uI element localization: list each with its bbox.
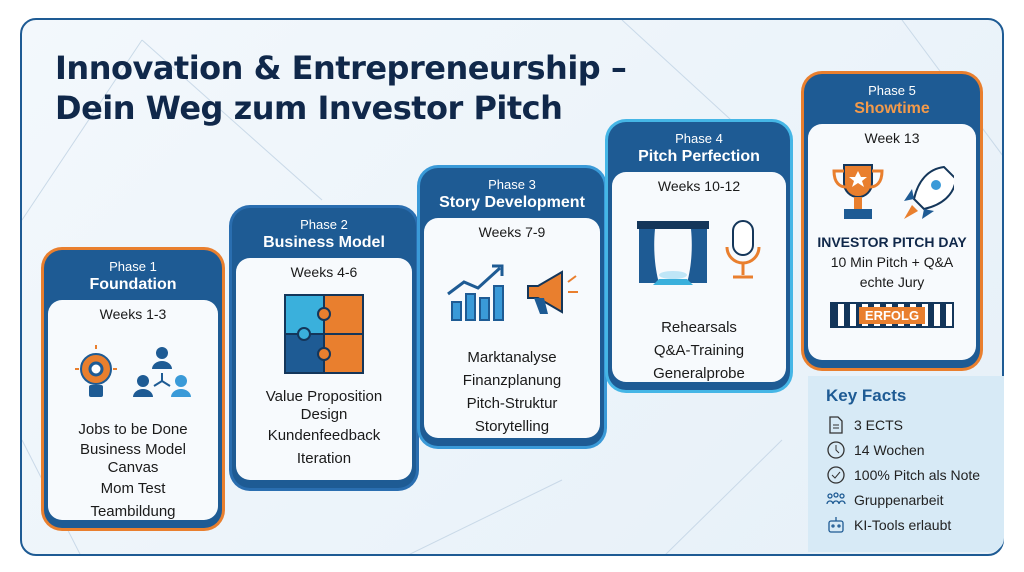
lightbulb-gear-icon: [75, 345, 117, 397]
phase-item: echte Jury: [859, 274, 925, 290]
phase-item: Teambildung: [90, 503, 176, 520]
phase-5-card: Phase 5 Showtime Week 13 INVESTOR PITCH D…: [804, 74, 980, 368]
phase-name: Showtime: [854, 100, 930, 117]
key-fact-text: Gruppenarbeit: [854, 491, 944, 508]
rocket-icon: [904, 165, 954, 219]
phase-label: Phase 4: [675, 131, 723, 146]
stage-curtain-icon: [637, 221, 709, 285]
phase-label: Phase 1: [109, 259, 157, 274]
phase-item: Pitch-Struktur: [466, 395, 558, 412]
phase-item: Value Proposition Design: [265, 388, 383, 423]
phase-item: Kundenfeedback: [267, 427, 381, 444]
key-fact-text: 14 Wochen: [854, 441, 925, 458]
title-line-1: Innovation & Entrepreneurship –: [55, 49, 627, 87]
phase-item: Generalprobe: [653, 365, 745, 382]
check-circle-icon: [827, 465, 845, 484]
phase-4-card: Phase 4 Pitch Perfection Weeks 10-12 Rehe…: [608, 122, 790, 390]
phase-item: Q&A-Training: [653, 342, 745, 359]
key-fact-text: KI-Tools erlaubt: [854, 516, 952, 533]
phase-label: Phase 3: [488, 177, 536, 192]
group-icon: [826, 491, 846, 504]
phase-item: Mom Test: [100, 480, 166, 497]
microphone-icon: [725, 220, 761, 279]
phase-name: Story Development: [439, 194, 585, 211]
phase-item: Jobs to be Done: [78, 421, 188, 438]
finish-line-banner: ERFOLG: [830, 302, 954, 328]
phase-item: INVESTOR PITCH DAY: [817, 234, 967, 250]
phase-name: Business Model: [263, 234, 385, 251]
phase-2-card: Phase 2 Business Model Weeks 4-6 Value Pr…: [232, 208, 416, 488]
key-fact: 100% Pitch als Note: [826, 462, 986, 487]
banner-text: ERFOLG: [858, 306, 926, 324]
clock-icon: [827, 440, 845, 459]
page-title: Innovation & Entrepreneurship – Dein Weg…: [55, 48, 627, 128]
phase-item: Rehearsals: [661, 319, 737, 336]
phase-3-card: Phase 3 Story Development Weeks 7-9 Markt…: [420, 168, 604, 446]
phase-weeks: Weeks 7-9: [478, 224, 546, 240]
phase-item: Business Model Canvas: [80, 441, 186, 476]
phase-item: Marktanalyse: [467, 349, 557, 366]
robot-icon: [828, 516, 844, 533]
phase-weeks: Week 13: [864, 130, 920, 146]
phase-item: 10 Min Pitch + Q&A: [830, 254, 954, 270]
phase-weeks: Weeks 10-12: [657, 178, 741, 194]
phase-weeks: Weeks 1-3: [99, 306, 167, 322]
key-fact: 3 ECTS: [826, 412, 986, 437]
phase-name: Foundation: [89, 276, 177, 293]
document-icon: [829, 415, 843, 434]
title-line-2: Dein Weg zum Investor Pitch: [55, 89, 563, 127]
key-fact-text: 100% Pitch als Note: [854, 466, 981, 483]
phase-item: Finanzplanung: [462, 372, 562, 389]
key-fact: 14 Wochen: [826, 437, 986, 462]
phase-item: Iteration: [296, 450, 352, 467]
key-facts-title: Key Facts: [826, 386, 907, 405]
phase-1-card: Phase 1 Foundation Weeks 1-3 Jobs to be D…: [44, 250, 222, 528]
phase-item: Storytelling: [474, 418, 550, 435]
phase-name: Pitch Perfection: [638, 148, 760, 165]
trophy-icon: [832, 164, 884, 219]
phase-label: Phase 2: [300, 217, 348, 232]
puzzle-icon: [284, 294, 364, 374]
phase-weeks: Weeks 4-6: [290, 264, 358, 280]
key-fact: KI-Tools erlaubt: [826, 512, 986, 537]
growth-chart-icon: [447, 264, 504, 321]
team-network-icon: [133, 347, 191, 397]
key-fact-text: 3 ECTS: [854, 416, 904, 433]
phase-label: Phase 5: [868, 83, 916, 98]
network-background: [22, 20, 1002, 554]
key-facts-panel: Key Facts 3 ECTS 14 Wochen 100% Pitch al…: [808, 376, 1004, 552]
megaphone-icon: [527, 270, 578, 314]
key-fact: Gruppenarbeit: [826, 487, 986, 512]
